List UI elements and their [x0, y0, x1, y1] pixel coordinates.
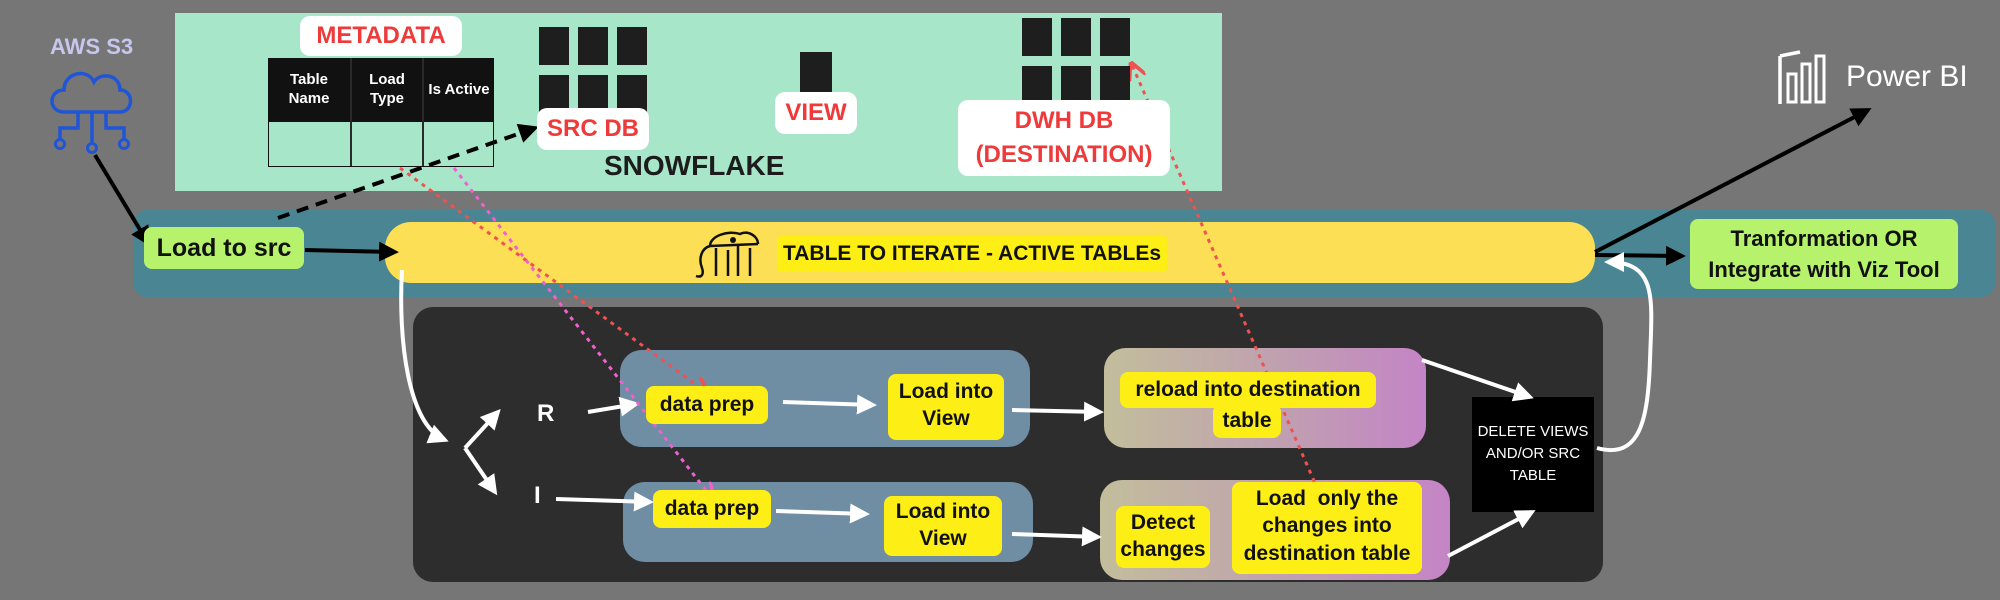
cloud-network-icon	[50, 71, 133, 154]
r-data-prep-label: data prep	[646, 386, 768, 424]
dwh-db-block	[1100, 18, 1130, 56]
detect-changes-label: Detect changes	[1116, 506, 1210, 568]
i-data-prep-label: data prep	[653, 490, 771, 528]
arrow-iterate-to-transform	[1594, 245, 1686, 266]
load-changes-label: Load only the changes into destination t…	[1232, 482, 1422, 574]
dotted-metadata-to-i-prep	[452, 167, 712, 498]
reload-label-line2: table	[1213, 404, 1281, 438]
snowflake-title: SNOWFLAKE	[604, 150, 785, 181]
arrow-r-prep-to-view	[782, 394, 877, 415]
delete-box-text: DELETE VIEWS AND/OR SRC TABLE	[1472, 421, 1594, 487]
i-load-view-line2: View	[919, 527, 967, 551]
arrow-i-prep-to-view	[775, 503, 870, 524]
load-to-src-label: Load to src	[144, 227, 304, 269]
metadata-header-row	[268, 58, 494, 122]
i-branch-label: I	[534, 482, 541, 509]
src-db-block	[617, 75, 647, 113]
dwh-db-block	[1061, 18, 1091, 56]
powerbi-label: Power BI	[1846, 60, 1968, 93]
arrow-iterate-to-powerbi	[1594, 108, 1872, 254]
metadata-col-table-name: Table Name	[288, 71, 330, 107]
delete-box-line1: DELETE VIEWS	[1477, 423, 1589, 440]
i-load-view-label: Load into View	[884, 496, 1002, 556]
src-db-block	[539, 27, 569, 65]
arrow-r-view-to-reload	[1011, 401, 1104, 422]
metadata-title: METADATA	[300, 16, 462, 56]
dwh-db-block	[1022, 66, 1052, 104]
dwh-db-label-line1: DWH DB	[1014, 107, 1114, 134]
arrow-reload-to-delete	[1421, 358, 1534, 402]
detect-changes-line1: Detect	[1130, 511, 1196, 534]
dotted-metadata-to-r-prep	[399, 166, 706, 392]
arrow-detect-to-delete	[1447, 510, 1536, 558]
metadata-divider	[350, 58, 352, 166]
src-db-block	[578, 75, 608, 113]
metadata-divider	[422, 58, 424, 166]
arrow-to-i	[463, 446, 498, 496]
arrow-r-to-group	[587, 396, 640, 417]
src-db-label: SRC DB	[537, 108, 649, 150]
arrow-i-view-to-detect	[1011, 526, 1102, 547]
arrow-load-to-iterate	[304, 241, 399, 262]
iterate-label: TABLE TO ITERATE - ACTIVE TABLEs	[777, 236, 1167, 272]
r-branch-label: R	[537, 400, 555, 427]
dwh-db-block	[1061, 66, 1091, 104]
dwh-db-block	[1022, 18, 1052, 56]
view-label: VIEW	[775, 92, 857, 134]
dwh-db-block	[1100, 66, 1130, 104]
elephant-icon	[695, 231, 760, 278]
r-load-view-label: Load into View	[888, 374, 1004, 440]
delete-box-line2: AND/OR SRC	[1485, 445, 1581, 462]
delete-box-line3: TABLE	[1509, 467, 1557, 484]
transform-label-line2: Integrate with Viz Tool	[1708, 257, 1940, 282]
transform-label: Tranformation OR Integrate with Viz Tool	[1690, 219, 1958, 289]
arrow-to-r	[463, 409, 501, 450]
arrow-load-to-srcdb	[277, 123, 539, 220]
src-db-block	[539, 75, 569, 113]
aws-s3-label: AWS S3	[50, 34, 134, 59]
r-load-view-line2: View	[922, 407, 970, 431]
arrow-iterate-down	[399, 269, 449, 444]
metadata-table: Table Name Load Type Is Active	[268, 58, 494, 168]
arrow-s3-to-load	[93, 153, 151, 247]
src-db-block	[578, 27, 608, 65]
metadata-col-load-type: Load Type	[369, 71, 405, 107]
src-db-block	[617, 27, 647, 65]
delete-box	[1472, 397, 1594, 512]
dwh-db-label-line2: (DESTINATION)	[975, 141, 1153, 168]
arrow-delete-loop-back	[1596, 252, 1654, 452]
reload-label-line1: reload into destination	[1120, 372, 1376, 408]
powerbi-icon	[1778, 50, 1826, 104]
metadata-body-row	[268, 122, 494, 167]
dwh-db-label: DWH DB (DESTINATION)	[958, 100, 1170, 176]
view-block	[800, 52, 832, 92]
load-changes-line1: Load only the	[1255, 487, 1399, 510]
load-changes-line3: destination table	[1243, 541, 1411, 565]
transform-label-line1: Tranformation OR	[1730, 226, 1918, 251]
r-load-view-line1: Load into	[898, 380, 994, 403]
load-changes-line2: changes into	[1262, 514, 1392, 538]
i-load-view-line1: Load into	[895, 500, 991, 523]
detect-changes-line2: changes	[1120, 538, 1206, 562]
metadata-col-is-active: Is Active	[428, 80, 490, 98]
arrow-i-to-group	[555, 491, 654, 512]
